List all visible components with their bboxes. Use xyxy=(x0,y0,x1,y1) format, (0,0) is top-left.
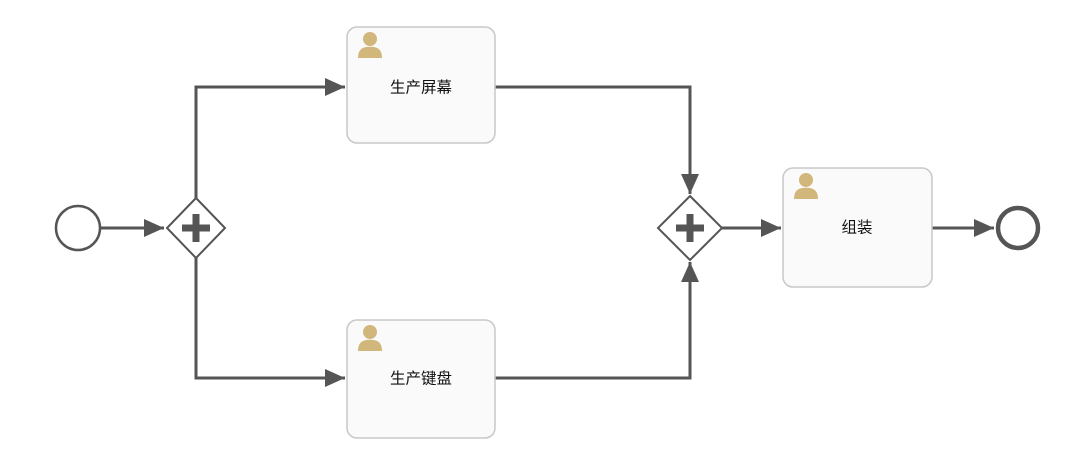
plus-icon xyxy=(676,214,704,242)
task-assemble[interactable]: 组装 xyxy=(782,167,933,288)
task-produce-screen[interactable]: 生产屏幕 xyxy=(346,26,496,144)
parallel-join-gateway[interactable] xyxy=(656,194,724,262)
user-icon xyxy=(358,325,382,351)
start-event[interactable] xyxy=(54,204,102,252)
task-shape xyxy=(346,319,496,439)
flow-split-gateway-to-task-top[interactable] xyxy=(194,78,345,198)
flow-task-bottom-to-join-gateway[interactable] xyxy=(495,262,699,380)
task-produce-keyboard[interactable]: 生产键盘 xyxy=(346,319,496,439)
user-icon xyxy=(794,173,818,199)
end-event[interactable] xyxy=(995,205,1041,251)
start-event-circle xyxy=(54,204,102,252)
task-label: 生产键盘 xyxy=(390,369,452,388)
flow-split-gateway-to-task-bottom[interactable] xyxy=(194,258,345,387)
task-shape xyxy=(782,167,933,288)
sequence-flows xyxy=(100,78,994,387)
task-label: 组装 xyxy=(841,219,872,237)
flow-task-top-to-join-gateway[interactable] xyxy=(495,85,699,194)
plus-icon xyxy=(182,214,210,242)
end-event-circle xyxy=(995,205,1041,251)
task-shape xyxy=(346,26,496,144)
user-icon xyxy=(358,32,382,58)
task-label: 生产屏幕 xyxy=(390,79,453,97)
parallel-split-gateway[interactable] xyxy=(165,196,227,260)
